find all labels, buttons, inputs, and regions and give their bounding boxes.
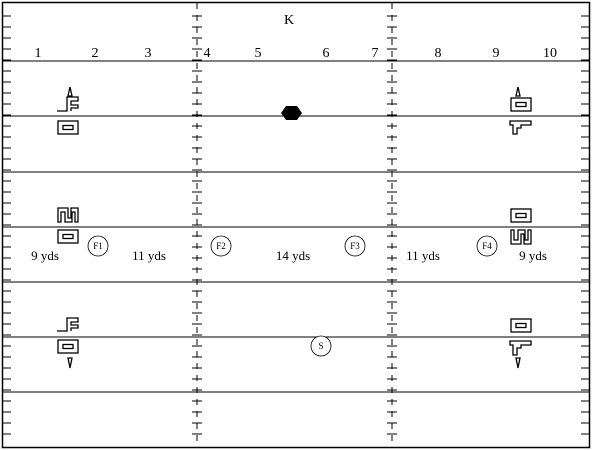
football-icon: [281, 106, 302, 120]
yardage-label: 9 yds: [31, 248, 59, 263]
column-number: 5: [255, 46, 262, 61]
hook-shape-icon: [57, 317, 79, 332]
column-number: 2: [92, 46, 99, 61]
slot-shape-icon: [510, 208, 532, 223]
player-label: S: [318, 341, 323, 351]
player-f1: F1: [87, 235, 109, 257]
yardage-label: 9 yds: [519, 248, 547, 263]
players: F1 F2 F3 F4 S: [87, 235, 498, 357]
yardage-label: 11 yds: [132, 248, 166, 263]
player-label: F1: [93, 241, 103, 251]
tick-marks: [3, 15, 589, 435]
column-numbers: 1 2 3 4 5 6 7 8 9 10: [35, 46, 558, 61]
column-number: 6: [323, 46, 330, 61]
hook-shape-icon: [57, 96, 79, 112]
column-number: 7: [372, 46, 379, 61]
column-number: 1: [35, 46, 42, 61]
slot-shape-icon: [510, 318, 532, 333]
player-label: F2: [216, 241, 226, 251]
slot-shape-icon: [57, 339, 79, 354]
hook-shape-icon: [509, 340, 532, 356]
cone-marker-icon: [67, 357, 73, 369]
column-number: 4: [204, 46, 211, 61]
yardage-label: 11 yds: [406, 248, 440, 263]
slot-shape-icon: [510, 97, 532, 112]
kicker-label: K: [284, 13, 294, 28]
yardage-label: 14 yds: [276, 248, 310, 263]
slot-shape-icon: [57, 120, 79, 135]
hook-shape-icon: [509, 120, 532, 135]
column-number: 8: [435, 46, 442, 61]
player-f2: F2: [210, 235, 232, 257]
player-s: S: [310, 335, 332, 357]
yardage-labels: 9 yds 11 yds 14 yds 11 yds 9 yds: [31, 248, 547, 263]
zigzag-shape-icon: [510, 229, 532, 245]
cone-marker-icon: [515, 86, 521, 97]
cone-marker-icon: [67, 86, 73, 97]
column-number: 10: [543, 46, 557, 61]
player-label: F4: [482, 241, 492, 251]
column-number: 9: [493, 46, 500, 61]
player-label: F3: [350, 241, 360, 251]
horizontal-lines: [3, 60, 589, 393]
player-f4: F4: [476, 235, 498, 257]
cone-marker-icon: [515, 357, 521, 369]
right-symbols: [509, 86, 532, 369]
left-symbols: [57, 86, 79, 369]
zigzag-shape-icon: [57, 207, 79, 223]
player-f3: F3: [344, 235, 366, 257]
column-number: 3: [145, 46, 152, 61]
slot-shape-icon: [57, 229, 79, 244]
hash-lines: [196, 3, 393, 447]
